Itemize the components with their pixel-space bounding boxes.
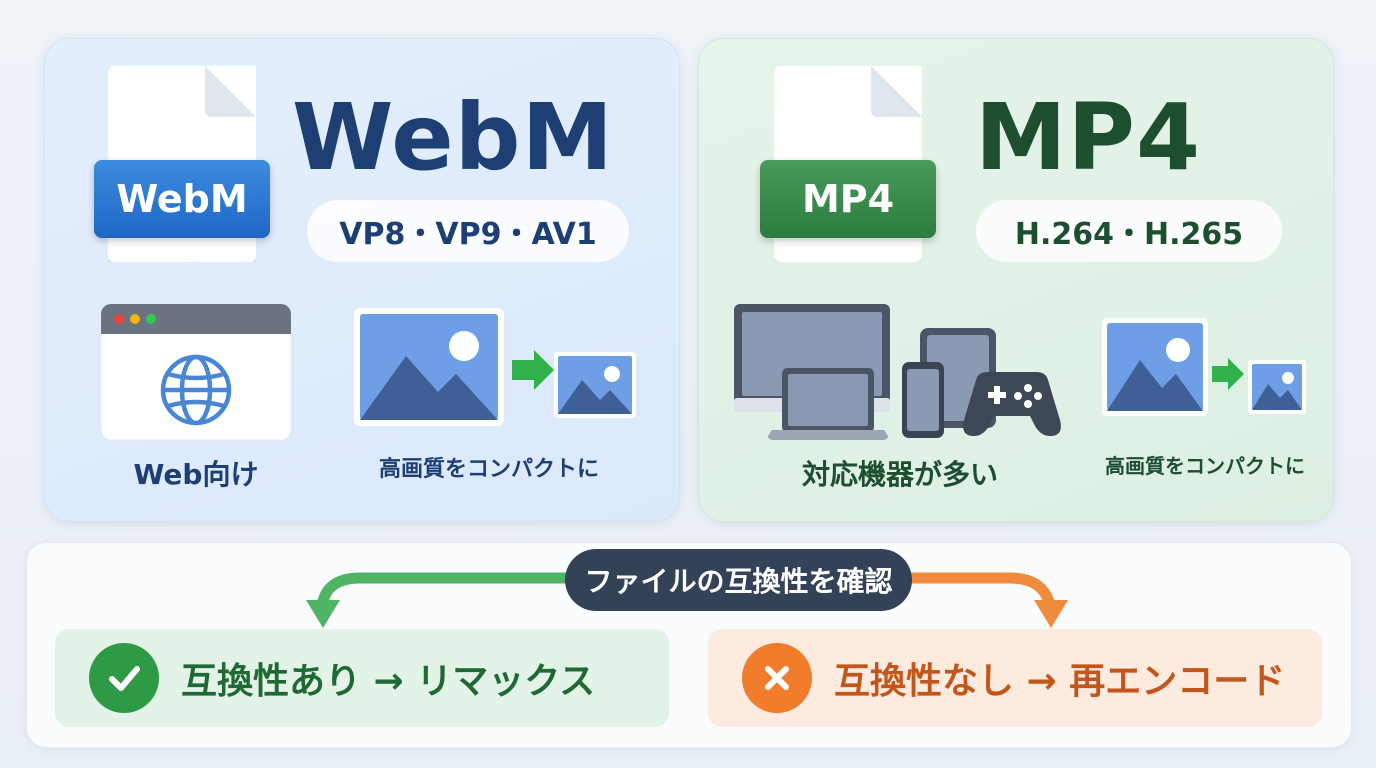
webm-codecs: VP8・VP9・AV1 [307, 200, 629, 262]
compress-image-icon [1102, 318, 1306, 416]
mp4-file-label: MP4 [760, 160, 936, 238]
compatible-text: 互換性あり → リマックス [181, 661, 596, 702]
incompatible-text: 互換性なし → 再エンコード [834, 661, 1286, 702]
browser-window-icon [100, 303, 292, 441]
mp4-feature-quality: 高画質をコンパクトに [1105, 454, 1305, 478]
left-arrow-icon [306, 572, 576, 628]
devices-icon [734, 304, 1061, 440]
globe-icon [160, 354, 232, 426]
webm-feature-web: Web向け [133, 458, 259, 491]
webm-feature-quality: 高画質をコンパクトに [378, 457, 599, 482]
webm-file-label: WebM [94, 160, 270, 238]
mp4-codecs: H.264・H.265 [976, 200, 1282, 262]
mp4-feature-devices: 対応機器が多い [801, 458, 998, 491]
compress-image-icon [354, 308, 636, 426]
check-compatibility-label: ファイルの互換性を確認 [565, 549, 912, 611]
check-icon [89, 643, 159, 713]
cross-icon [742, 643, 812, 713]
webm-title: WebM [292, 84, 615, 191]
incompatible-reencode-box: 互換性なし → 再エンコード [708, 629, 1322, 727]
compatible-remux-box: 互換性あり → リマックス [55, 629, 669, 727]
mp4-title: MP4 [975, 84, 1201, 191]
right-arrow-icon [900, 572, 1068, 628]
